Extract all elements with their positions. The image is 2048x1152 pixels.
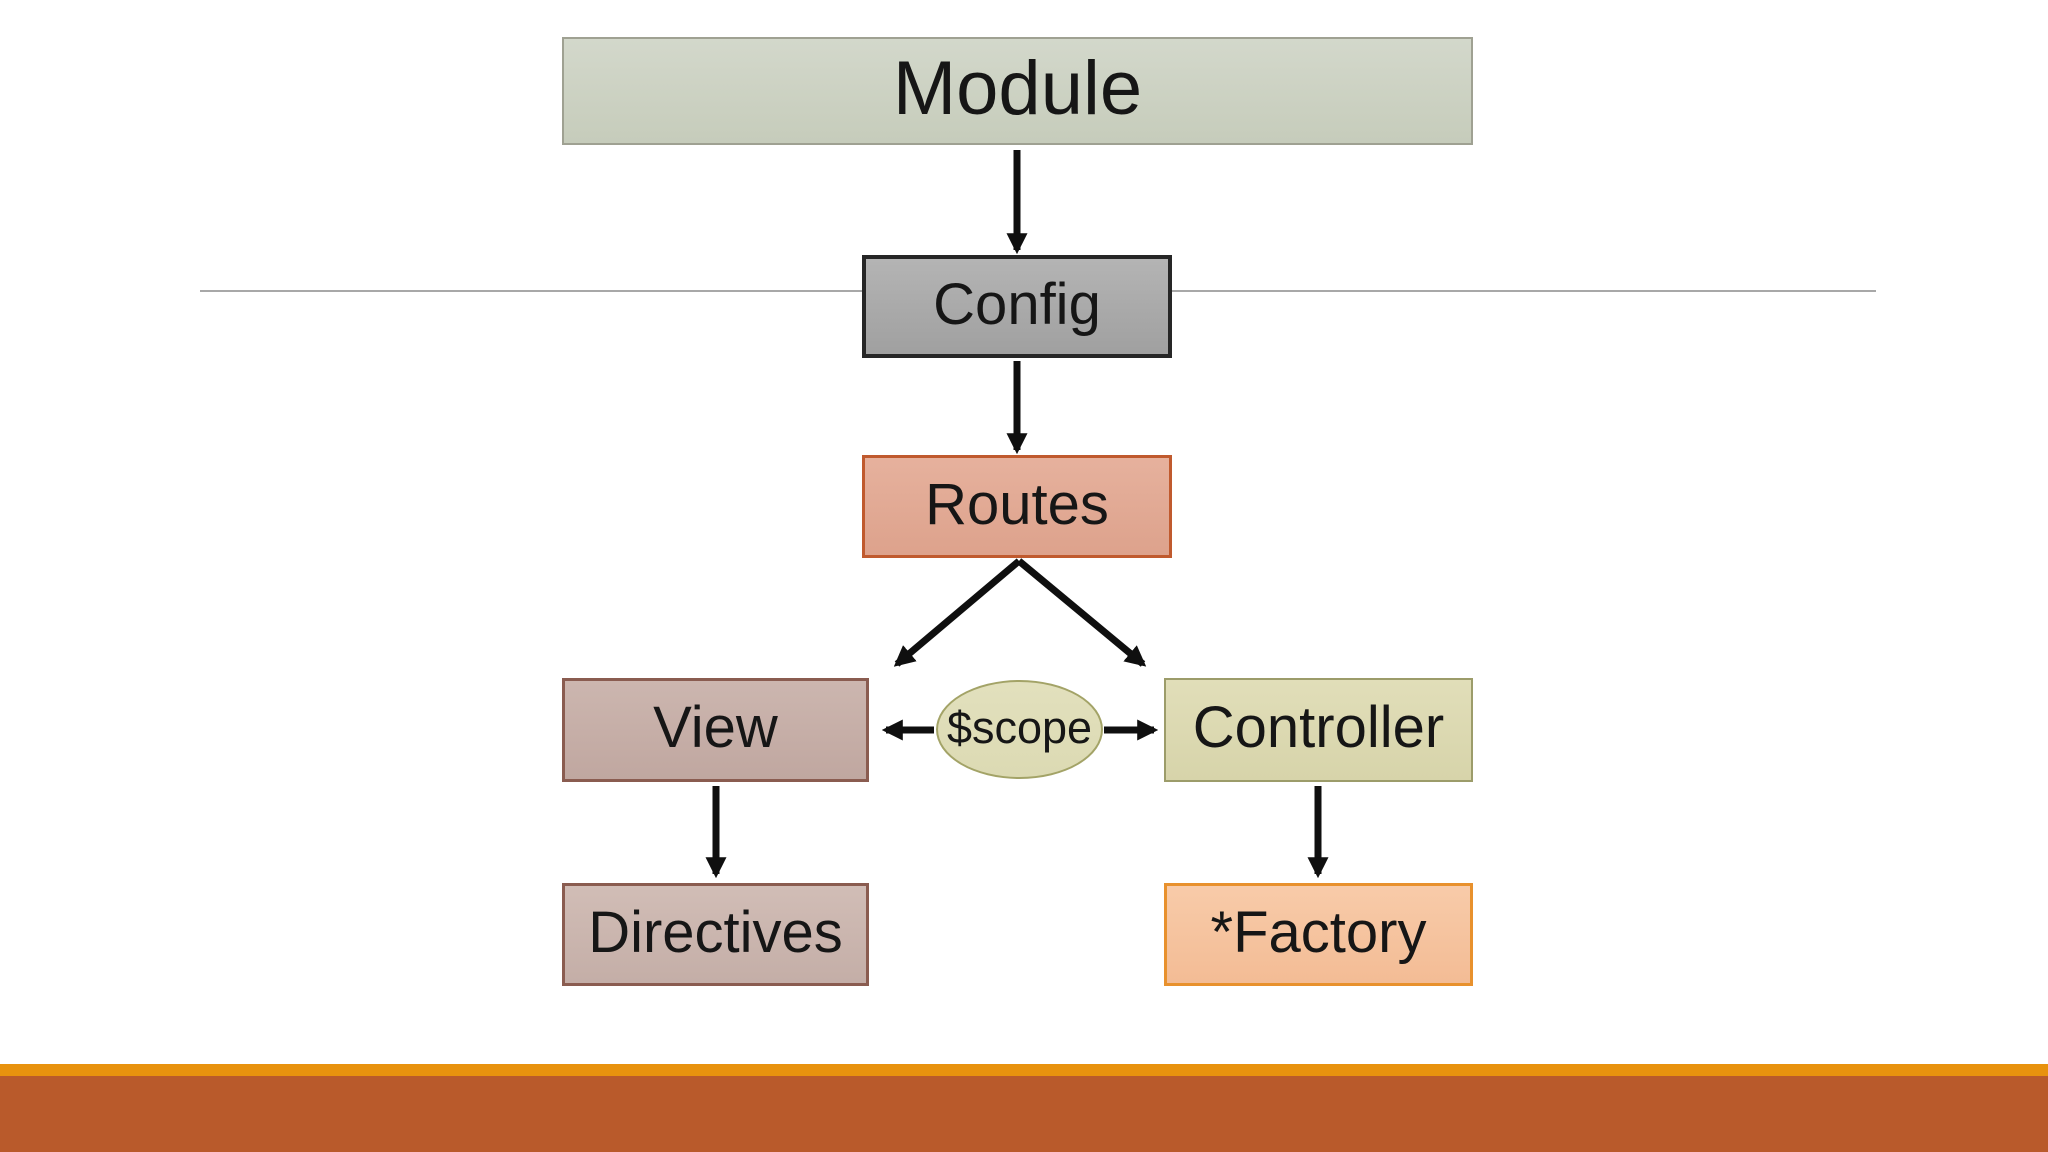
node-controller-label: Controller [1192, 695, 1445, 760]
node-view: View [562, 678, 869, 782]
node-directives-label: Directives [588, 899, 843, 965]
node-routes: Routes [862, 455, 1172, 558]
node-factory: *Factory [1164, 883, 1473, 986]
node-factory-label: *Factory [1210, 899, 1427, 965]
node-module: Module [562, 37, 1473, 145]
node-module-label: Module [892, 46, 1143, 131]
node-scope-label: $scope [946, 702, 1093, 753]
node-config-label: Config [933, 271, 1101, 337]
node-routes-label: Routes [925, 471, 1109, 537]
node-config: Config [862, 255, 1172, 358]
node-scope: $scope [936, 680, 1103, 779]
node-controller: Controller [1164, 678, 1473, 782]
footer-accent-stripe [0, 1064, 2048, 1076]
footer-bar [0, 1076, 2048, 1152]
arrow-routes-to-view [893, 558, 1022, 667]
node-directives: Directives [562, 883, 869, 986]
arrow-routes-to-controller [1016, 558, 1147, 667]
node-view-label: View [653, 695, 778, 760]
